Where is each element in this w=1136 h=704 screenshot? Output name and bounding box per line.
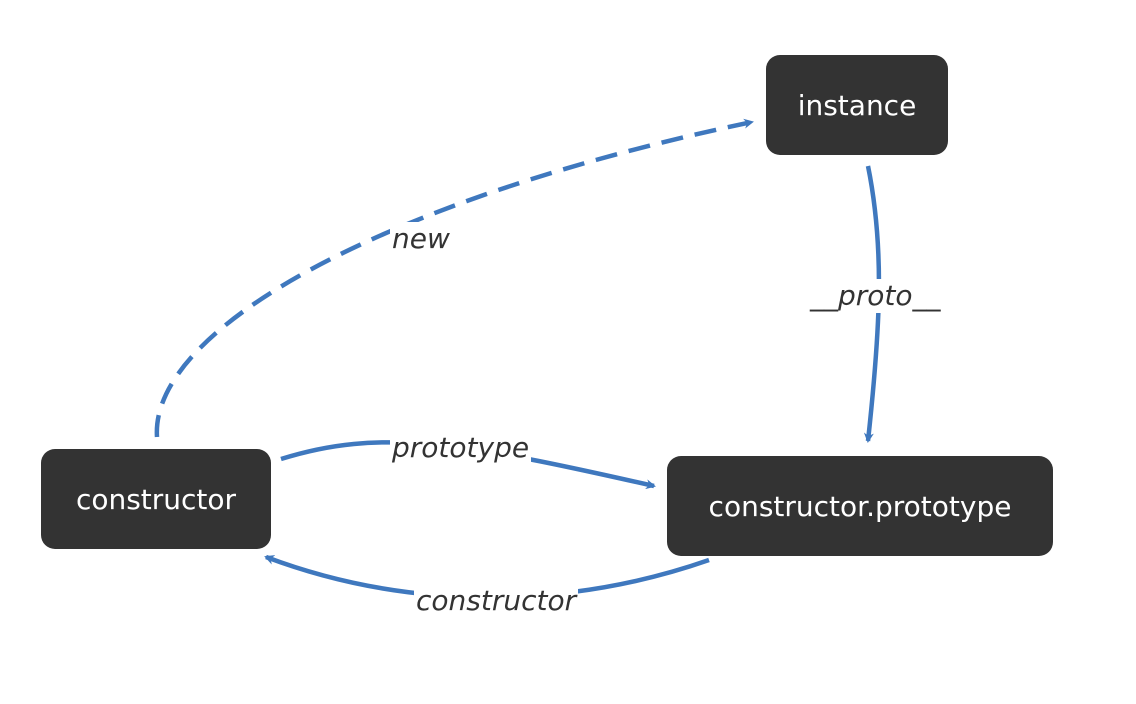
edge-label-constructor: constructor: [414, 584, 579, 618]
edge-label-new: new: [390, 222, 452, 256]
node-instance-label: instance: [797, 88, 917, 122]
edge-label-proto: __proto__: [808, 279, 943, 313]
node-constructor-prototype-label: constructor.prototype: [708, 489, 1012, 523]
node-constructor: constructor: [41, 449, 271, 549]
edge-new: [154, 118, 754, 438]
node-constructor-prototype: constructor.prototype: [667, 456, 1053, 556]
node-instance: instance: [766, 55, 948, 155]
edge-label-prototype: prototype: [390, 431, 532, 465]
node-constructor-label: constructor: [75, 482, 237, 516]
